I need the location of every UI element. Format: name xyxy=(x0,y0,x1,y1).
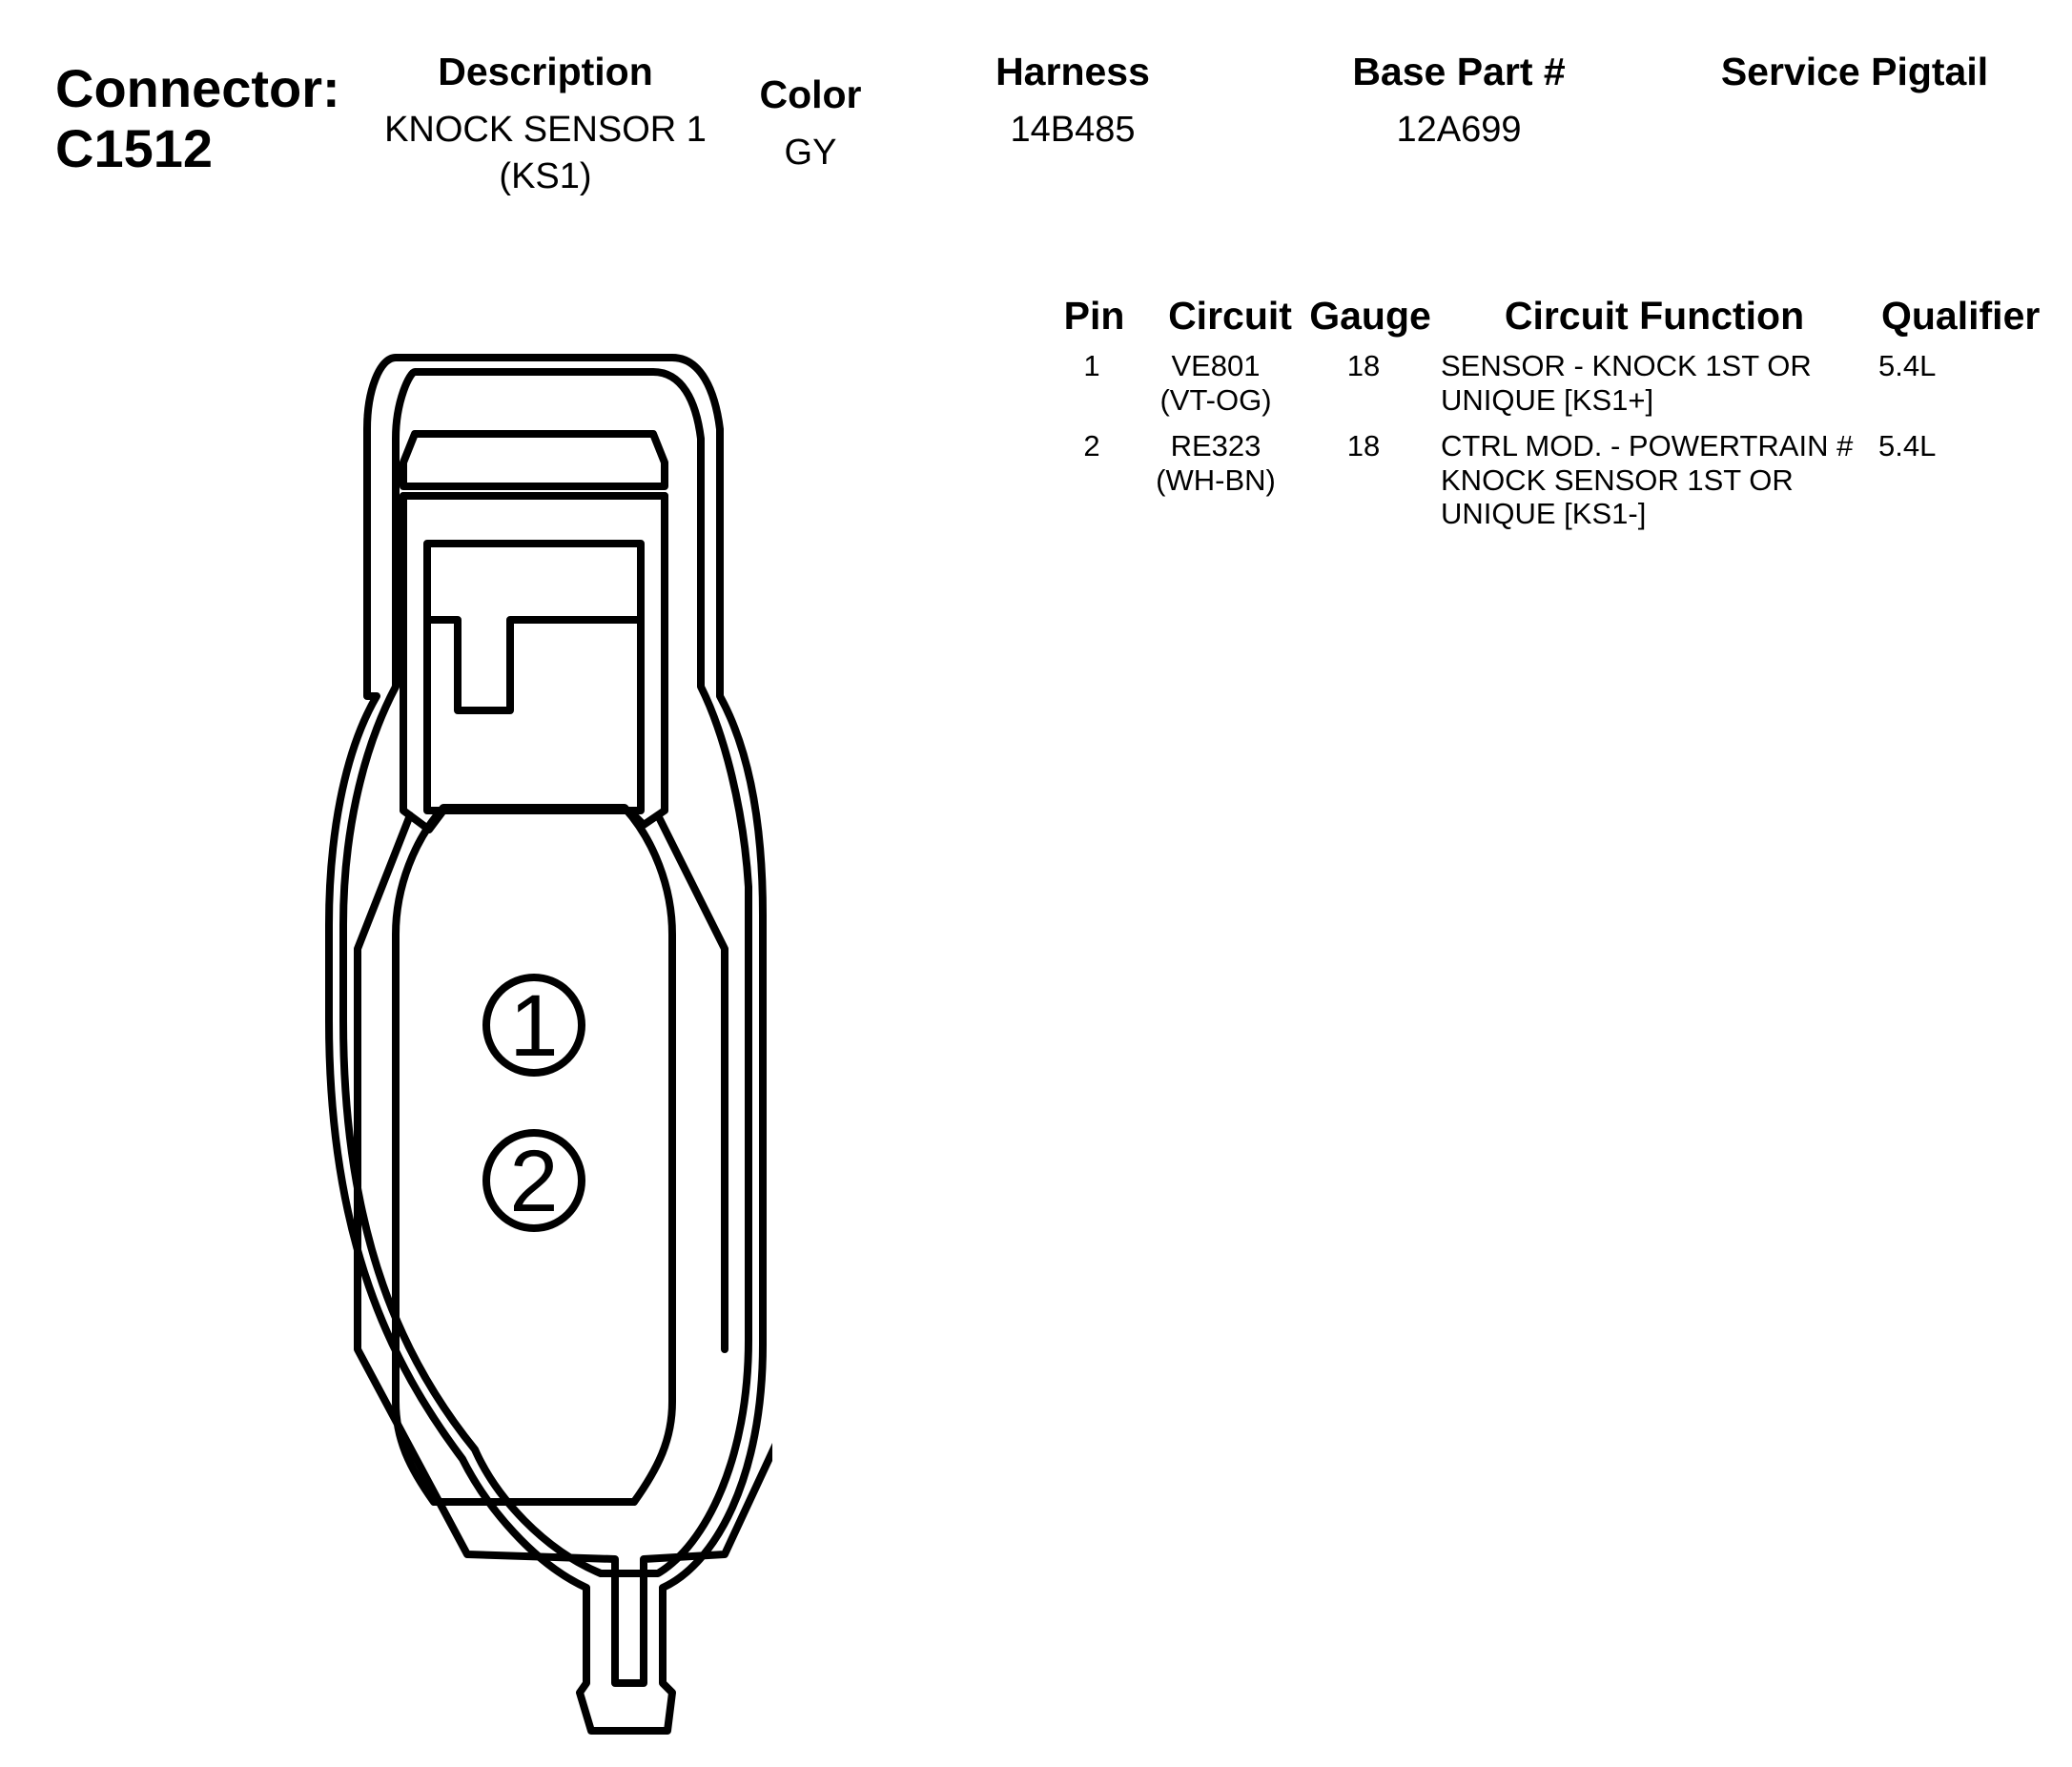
keyway xyxy=(423,540,645,814)
pin-1-label: 1 xyxy=(509,977,558,1075)
table-row-2-pin: 2 xyxy=(1083,429,1100,462)
table-row-1-function-line-2: UNIQUE [KS1+] xyxy=(1441,382,1654,417)
pin-2-circle xyxy=(482,1129,585,1232)
pin-cavity xyxy=(392,804,676,1506)
latch-top xyxy=(400,430,668,490)
connector-label: Connector: xyxy=(55,58,340,118)
connector-id: C1512 xyxy=(55,117,214,178)
table-row-2-circuit-color: (WH-BN) xyxy=(1156,462,1276,497)
color-header: Color xyxy=(759,72,862,116)
pin-1-circle xyxy=(482,974,585,1077)
description-header: Description xyxy=(438,50,653,93)
qualifier-column-header: Qualifier xyxy=(1881,294,2041,338)
harness-header: Harness xyxy=(995,50,1150,93)
connector-face-diagram: 1 2 xyxy=(325,354,772,1735)
pin-column-header: Pin xyxy=(1063,294,1125,338)
table-row-1-gauge: 18 xyxy=(1346,349,1381,382)
table-row-2-function: CTRL MOD. - POWERTRAIN # KNOCK SENSOR 1S… xyxy=(1441,429,1853,531)
gauge-column-header: Gauge xyxy=(1309,294,1431,338)
pin-2-label: 2 xyxy=(509,1133,558,1230)
table-row-1-qualifier: 5.4L xyxy=(1878,349,1937,382)
connector-title: Connector: C1512 xyxy=(55,58,340,178)
table-row-1-circuit: VE801 (VT-OG) xyxy=(1139,349,1292,417)
table-row-1-function-line-1: SENSOR - KNOCK 1ST OR xyxy=(1441,349,1812,382)
description-line-1: KNOCK SENSOR 1 xyxy=(384,110,707,150)
table-row-2-function-line-3: UNIQUE [KS1-] xyxy=(1441,497,1647,531)
description-value: KNOCK SENSOR 1 (KS1) xyxy=(345,107,746,199)
table-row-2-circuit: RE323 (WH-BN) xyxy=(1139,429,1292,497)
table-row-2-function-line-2: KNOCK SENSOR 1ST OR xyxy=(1441,462,1794,497)
connector-octagon-frame xyxy=(354,812,772,1687)
description-line-2: (KS1) xyxy=(499,155,592,196)
table-row-2-qualifier: 5.4L xyxy=(1878,429,1937,462)
connector-octagon-frame-right xyxy=(654,812,728,1353)
color-value: GY xyxy=(784,133,837,173)
table-row-1-circuit-color: (VT-OG) xyxy=(1159,382,1272,417)
service-pigtail-header: Service Pigtail xyxy=(1720,50,1989,93)
table-row-1-circuit-id: VE801 xyxy=(1171,349,1261,382)
circuit-function-column-header: Circuit Function xyxy=(1504,294,1805,338)
table-row-2-circuit-id: RE323 xyxy=(1170,429,1262,462)
base-part-value: 12A699 xyxy=(1396,110,1522,150)
harness-value: 14B485 xyxy=(1010,110,1136,150)
table-row-2-function-line-1: CTRL MOD. - POWERTRAIN # xyxy=(1441,429,1854,462)
table-row-1-function: SENSOR - KNOCK 1ST OR UNIQUE [KS1+] xyxy=(1441,349,1812,417)
base-part-header: Base Part # xyxy=(1352,50,1566,93)
table-row-2-gauge: 18 xyxy=(1346,429,1381,462)
circuit-column-header: Circuit xyxy=(1168,294,1292,338)
table-row-1-pin: 1 xyxy=(1083,349,1100,382)
connector-outer-body xyxy=(325,354,767,1735)
